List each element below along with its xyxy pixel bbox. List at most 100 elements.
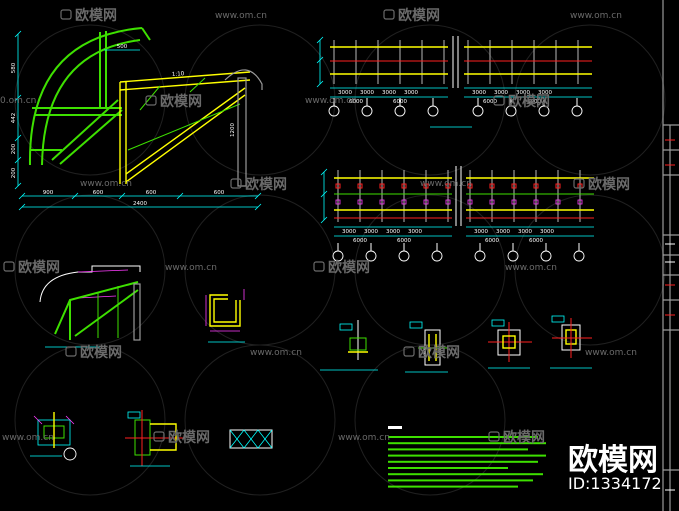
watermark-brand: 欧模网 (328, 259, 370, 276)
outer-arch-chord (28, 27, 143, 166)
elevation-axis-bubble (538, 105, 550, 117)
base-detail-2 (125, 410, 185, 467)
watermark-brand: 欧模网 (18, 259, 60, 276)
c-section-outer (209, 294, 241, 327)
watermark-site: www.om.cn (80, 179, 132, 189)
c-section-inner (213, 298, 237, 323)
plan-column-marker (489, 199, 495, 205)
plan-axis-bubble (573, 250, 585, 262)
detail-frame-diagonal (69, 289, 139, 340)
arch-end-cap (141, 27, 151, 41)
watermark-circle (354, 344, 506, 496)
plan-column-marker (423, 199, 429, 205)
c-section-detail (205, 289, 245, 343)
watermark-brand: 欧模网 (398, 7, 440, 24)
elevation-axis-bubble (328, 105, 340, 117)
notes-heading-mark (388, 426, 402, 429)
connection-detail-3 (488, 319, 532, 369)
watermark-brand: 欧模网 (588, 176, 630, 193)
elevation-bay-dimension-label: 3000 (516, 90, 530, 96)
watermark-logo-icon (3, 261, 15, 272)
detail-4-tag (551, 315, 565, 323)
note-text-line (388, 473, 543, 476)
elevation-bay-dimension-label: 3000 (538, 90, 552, 96)
left-dimension-label: 200 (11, 143, 17, 154)
top-dimension-label: 500 (117, 44, 128, 50)
watermark-circle (184, 24, 336, 176)
base-detail-1-marks (33, 415, 75, 425)
note-text-line (388, 467, 508, 469)
watermark-circle (14, 344, 166, 496)
elevation-axis-bubble (361, 105, 373, 117)
plan-column-marker (467, 199, 473, 205)
watermark-logo-icon (65, 346, 77, 357)
elevation-axis-bubble (472, 105, 484, 117)
elevation-break-line (452, 36, 459, 88)
watermark-brand: 欧模网 (508, 93, 550, 110)
bottom-dimension-label: 600 (146, 190, 157, 196)
plan-column-marker (357, 199, 363, 205)
watermark-brand: 欧模网 (80, 344, 122, 361)
plan-span-dimension-label: 6000 (353, 238, 367, 244)
note-text-line (388, 485, 518, 488)
truss-top-chord (119, 71, 251, 91)
note-text-line (388, 448, 528, 451)
watermark-circle (14, 24, 166, 176)
watermark-site: www.om.cn (215, 11, 267, 21)
plan-column-marker (335, 199, 341, 205)
watermark-id: ID:1334172 (568, 474, 662, 493)
watermark-brand: 欧模网 (503, 429, 545, 446)
elevation-span-dimension-label: 6000 (483, 99, 497, 105)
base-detail-2-axes (125, 410, 185, 466)
bottom-dimension-label: 600 (93, 190, 104, 196)
connection-detail-4 (550, 315, 592, 369)
watermark-circle (354, 24, 506, 176)
plan-column-marker (533, 199, 539, 205)
plan-column-marker (357, 183, 363, 189)
watermark-site: www.om.cn (250, 348, 302, 358)
note-text-line (388, 460, 538, 463)
plan-break-line (455, 166, 462, 226)
plan-bay-dimension-label: 3000 (342, 229, 356, 235)
detail-leader-lines (77, 269, 129, 299)
lattice-detail (229, 429, 273, 449)
note-text-line (388, 479, 533, 482)
plan-column-marker (401, 183, 407, 189)
base-detail-2-bracket (150, 423, 177, 451)
watermark-layer: 欧模网欧模网欧模网欧模网欧模网欧模网欧模网欧模网欧模网欧模网欧模网欧模网www.… (0, 7, 637, 446)
title-block (662, 0, 679, 511)
detail-1-tag (339, 323, 353, 331)
plan-column-marker (379, 199, 385, 205)
detail-4-axes (552, 318, 592, 358)
watermark-logo-icon (573, 178, 585, 189)
plan-column-marker (445, 183, 451, 189)
bottom-dimension-ticks (18, 192, 262, 200)
base-detail-1-bubble (63, 447, 77, 461)
plan-column-marker (511, 199, 517, 205)
plan-axis-bubble (540, 250, 552, 262)
plan-column-marker (379, 183, 385, 189)
left-dimension-ticks (14, 30, 22, 190)
lattice-diagonals (229, 429, 273, 449)
note-text-line (388, 454, 546, 457)
elevation-axis-bubble (394, 105, 406, 117)
plan-left-dimension-ticks (320, 168, 328, 224)
plan-column-marker (577, 199, 583, 205)
watermark-logo-icon (383, 9, 395, 20)
watermark-circle (514, 194, 666, 346)
watermark-brand: 欧模网 (245, 176, 287, 193)
elevation-bay-dimension-label: 3000 (360, 90, 374, 96)
plan-bay-dimension-label: 3000 (540, 229, 554, 235)
watermark-brand: 欧模网 (418, 344, 460, 361)
watermark-logo-icon (488, 431, 500, 442)
plan-column-marker (335, 183, 341, 189)
plan-column-marker (533, 183, 539, 189)
elevation-axis-bubble (505, 105, 517, 117)
c-section-dimension-lines (205, 289, 245, 332)
overall-dimension-label: 2400 (133, 201, 147, 207)
plan-bay-dimension-label: 3000 (408, 229, 422, 235)
plan-span-dimension-label: 6000 (485, 238, 499, 244)
plan-column-marker (555, 183, 561, 189)
watermark-site: www.om.cn (505, 263, 557, 273)
